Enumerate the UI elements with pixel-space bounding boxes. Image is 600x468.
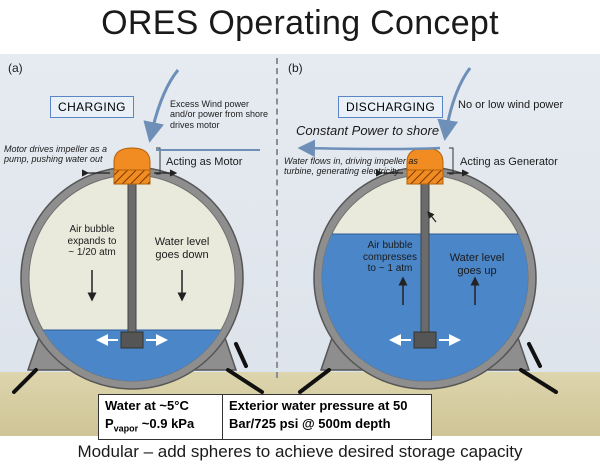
left-shaft	[127, 165, 137, 337]
right-sphere	[313, 165, 537, 390]
left-air-text: Air bubble expands to ~ 1/20 atm	[67, 224, 117, 258]
left-impeller	[120, 331, 144, 349]
left-sphere	[20, 165, 244, 390]
charging-label: CHARGING	[50, 96, 134, 118]
right-shaft	[420, 165, 430, 337]
panel-label-a: (a)	[8, 61, 23, 75]
constant-power-arrow	[297, 139, 441, 158]
left-water-text: Water level goes down	[154, 236, 210, 261]
flow-note: Water flows in, driving impeller as turb…	[284, 156, 418, 177]
water-temperature-box: Water at ~5°C Pvapor ~0.9 kPa	[98, 394, 224, 440]
footer-caption: Modular – add spheres to achieve desired…	[77, 442, 523, 461]
panel-label-b: (b)	[288, 61, 303, 75]
acting-as-motor: Acting as Motor	[166, 156, 243, 168]
slide-title: ORES Operating Concept	[101, 4, 499, 42]
right-air-text: Air bubble compresses to ~ 1 atm	[363, 240, 417, 274]
right-impeller	[413, 331, 437, 349]
left-power-arrow	[143, 69, 180, 143]
motor-note: Motor drives impeller as a pump, pushing…	[4, 144, 108, 165]
constant-power-text: Constant Power to shore	[296, 123, 440, 138]
right-power-note: No or low wind power	[458, 99, 564, 111]
vapor-pressure-line: Pvapor ~0.9 kPa	[105, 415, 195, 434]
discharging-label: DISCHARGING	[338, 96, 444, 118]
left-motor	[82, 147, 178, 185]
panel-divider	[276, 58, 278, 378]
left-power-note: Excess Wind power and/or power from shor…	[170, 99, 269, 130]
right-generator	[376, 147, 470, 185]
acting-as-generator: Acting as Generator	[460, 156, 558, 168]
exterior-pressure-box: Exterior water pressure at 50 Bar/725 ps…	[222, 394, 432, 440]
anchors	[12, 342, 558, 394]
right-wind-arrow	[437, 67, 472, 141]
right-water-text: Water level goes up	[449, 252, 505, 277]
